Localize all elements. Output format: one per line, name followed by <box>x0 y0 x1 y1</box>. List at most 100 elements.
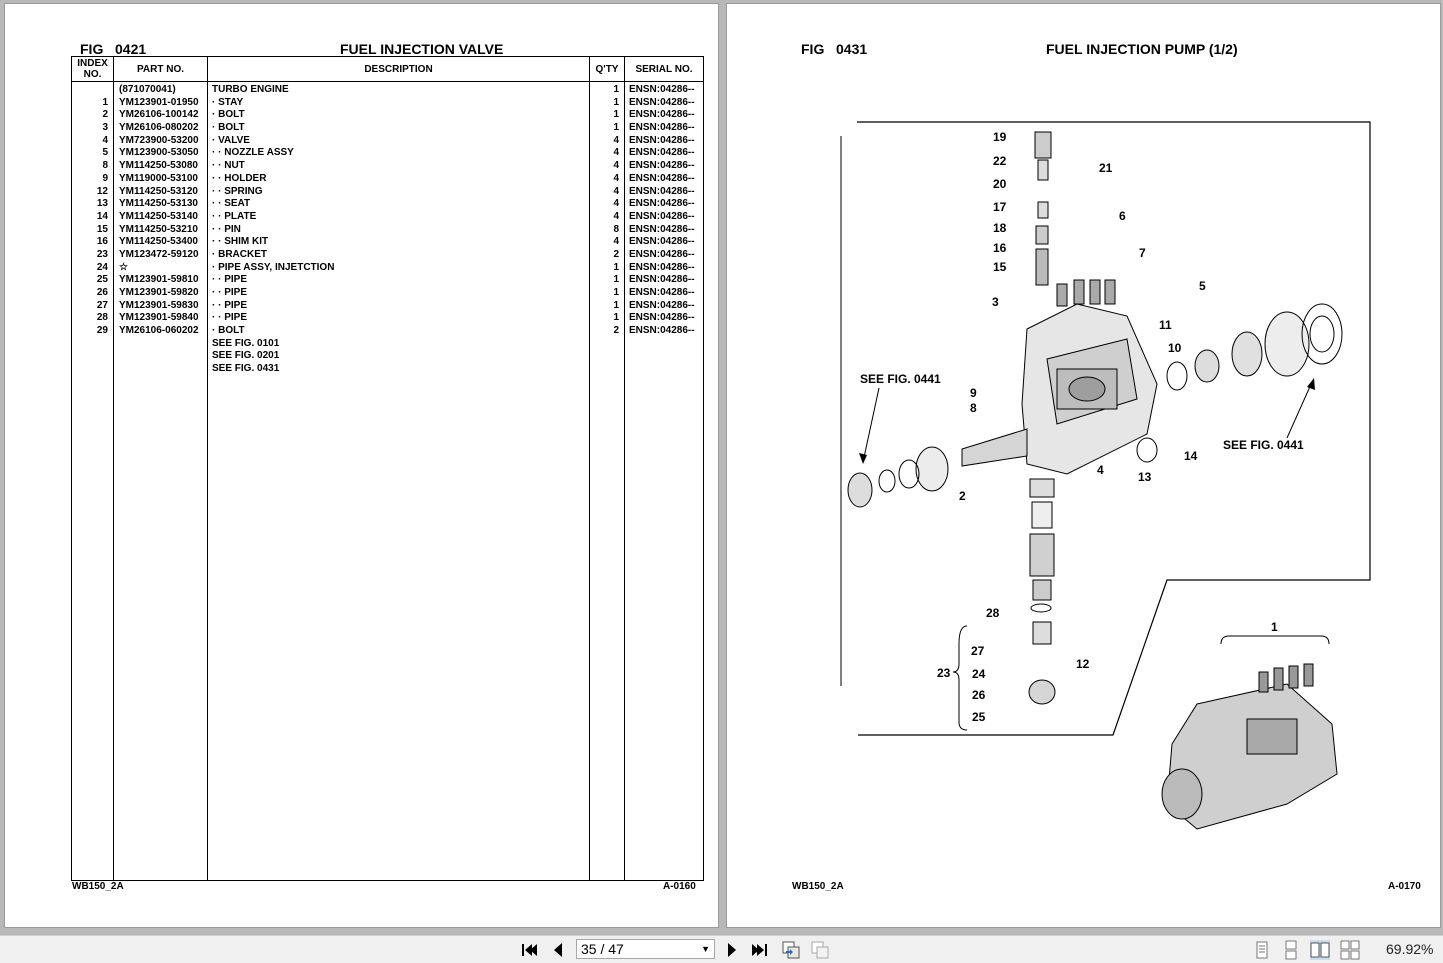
cell-qty: 1 <box>613 96 619 108</box>
cell-part: YM119000-53100 <box>119 172 198 184</box>
cell-description: SEE FIG. 0431 <box>212 363 280 375</box>
header-qty: Q'TY <box>589 56 625 82</box>
cell-description: · · SEAT <box>212 198 251 210</box>
cell-qty: 1 <box>613 274 619 286</box>
callout-5: 5 <box>1199 279 1206 293</box>
prev-page-icon[interactable] <box>548 940 568 960</box>
footer-model: WB150_2A <box>792 881 844 892</box>
continuous-view-icon[interactable] <box>1281 940 1301 960</box>
callout-22: 22 <box>993 154 1007 168</box>
pump-body-drawing <box>847 131 1343 731</box>
cell-index: 3 <box>102 122 108 134</box>
cell-qty: 4 <box>613 198 619 210</box>
fig-number: FIG 0431 <box>801 41 868 57</box>
next-page-icon[interactable] <box>722 940 742 960</box>
cell-index: 13 <box>96 198 108 210</box>
cell-qty: 4 <box>613 160 619 172</box>
cell-qty: 4 <box>613 147 619 159</box>
left-page: FIG 0421 FUEL INJECTION VALVE INDEX NO. … <box>5 4 718 927</box>
callout-25: 25 <box>972 710 986 724</box>
cell-part: ☆ <box>119 261 128 273</box>
viewer-toolbar: 35 / 47 ▼ 69.92% <box>0 935 1443 963</box>
fig-number: FIG 0421 <box>80 41 147 57</box>
fig-title: FUEL INJECTION PUMP (1/2) <box>1046 41 1238 57</box>
callout-14: 14 <box>1184 449 1198 463</box>
footer-page-code: A-0170 <box>1388 881 1421 892</box>
callout-10: 10 <box>1168 341 1182 355</box>
callout-27: 27 <box>971 644 985 658</box>
callout-13: 13 <box>1138 470 1152 484</box>
cell-description: · · HOLDER <box>212 172 267 184</box>
cell-part <box>114 350 207 363</box>
cell-serial <box>625 350 703 363</box>
cell-part <box>114 338 207 351</box>
cell-part: YM114250-53210 <box>119 223 198 235</box>
cell-serial: ENSN:04286-- <box>629 274 695 286</box>
cell-description: · PIPE ASSY, INJETCTION <box>212 261 335 273</box>
cell-index: 9 <box>102 172 108 184</box>
cell-serial: ENSN:04286-- <box>629 96 695 108</box>
cell-index <box>72 363 113 376</box>
callout-7: 7 <box>1139 246 1146 260</box>
cell-serial: ENSN:04286-- <box>629 185 695 197</box>
cell-part: YM123901-59820 <box>119 287 199 298</box>
cell-index <box>72 338 113 351</box>
callout-8: 8 <box>970 401 977 415</box>
cell-serial: ENSN:04286-- <box>629 160 695 172</box>
cell-index <box>72 350 113 363</box>
callout-19: 19 <box>993 130 1007 144</box>
header-description: DESCRIPTION <box>207 56 590 82</box>
cell-qty: 2 <box>613 248 619 260</box>
cell-part: YM723900-53200 <box>119 134 199 146</box>
cell-qty: 4 <box>613 236 619 248</box>
paste-icon[interactable] <box>810 940 830 960</box>
last-page-icon[interactable] <box>751 940 771 960</box>
page-number-select[interactable]: 35 / 47 ▼ <box>576 939 715 959</box>
cell-qty: 2 <box>613 325 619 337</box>
cell-qty: 4 <box>613 172 619 184</box>
cell-serial <box>625 338 703 351</box>
cell-serial: ENSN:04286-- <box>629 287 695 298</box>
cell-qty: 1 <box>613 312 619 324</box>
cell-description: TURBO ENGINE <box>212 84 289 95</box>
cell-serial: ENSN:04286-- <box>629 248 695 260</box>
cell-serial: ENSN:04286-- <box>629 312 695 324</box>
cell-part <box>114 363 207 376</box>
cell-part: YM123900-53050 <box>119 147 199 159</box>
callout-26: 26 <box>972 688 986 702</box>
cell-qty: 1 <box>613 299 619 311</box>
cell-qty <box>590 350 624 363</box>
single-page-view-icon[interactable] <box>1252 940 1272 960</box>
cell-serial: ENSN:04286-- <box>629 84 695 95</box>
callout-3: 3 <box>992 295 999 309</box>
two-page-continuous-view-icon[interactable] <box>1340 940 1360 960</box>
cell-description: · VALVE <box>212 134 250 146</box>
cell-index: 27 <box>96 299 108 311</box>
callout-2: 2 <box>959 489 966 503</box>
cell-serial: ENSN:04286-- <box>629 223 695 235</box>
cell-serial: ENSN:04286-- <box>629 122 695 134</box>
parts-table: INDEX NO. PART NO. DESCRIPTION Q'TY SERI… <box>71 56 704 881</box>
description-column: TURBO ENGINE· STAY· BOLT· BOLT· VALVE· ·… <box>207 81 590 881</box>
cell-part: YM26106-060202 <box>119 325 199 337</box>
cell-description: · · PIPE <box>212 312 248 324</box>
first-page-icon[interactable] <box>518 940 538 960</box>
callout-28: 28 <box>986 606 1000 620</box>
cell-description: · BOLT <box>212 325 245 337</box>
zoom-level[interactable]: 69.92% <box>1386 941 1434 957</box>
copy-icon[interactable] <box>781 940 801 960</box>
cell-serial: ENSN:04286-- <box>629 261 695 273</box>
cell-index: 15 <box>96 223 108 235</box>
cell-description: · STAY <box>212 96 244 108</box>
cell-serial: ENSN:04286-- <box>629 172 695 184</box>
cell-part: YM123901-59830 <box>119 299 199 311</box>
two-page-view-icon[interactable] <box>1310 940 1330 960</box>
page-indicator: 35 / 47 <box>581 941 624 957</box>
cell-description: · · PIPE <box>212 287 248 298</box>
cell-part: YM114250-53080 <box>119 160 198 172</box>
cell-description: · · NOZZLE ASSY <box>212 147 294 159</box>
cell-qty: 8 <box>613 223 619 235</box>
cell-index: 23 <box>96 248 108 260</box>
cell-qty: 1 <box>613 261 619 273</box>
